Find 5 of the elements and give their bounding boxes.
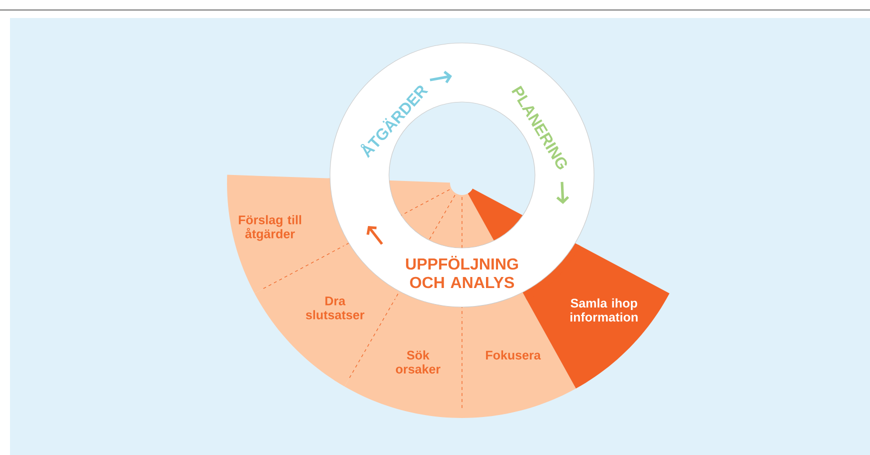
ring-label: UPPFÖLJNING OCH ANALYS (406, 256, 518, 288)
node-label: Förslag till åtgärder (238, 215, 302, 241)
sector: Förslag till åtgärder (227, 174, 346, 294)
sector: Dra slutsatser (254, 244, 396, 386)
node-label: Sök orsaker (396, 350, 440, 374)
